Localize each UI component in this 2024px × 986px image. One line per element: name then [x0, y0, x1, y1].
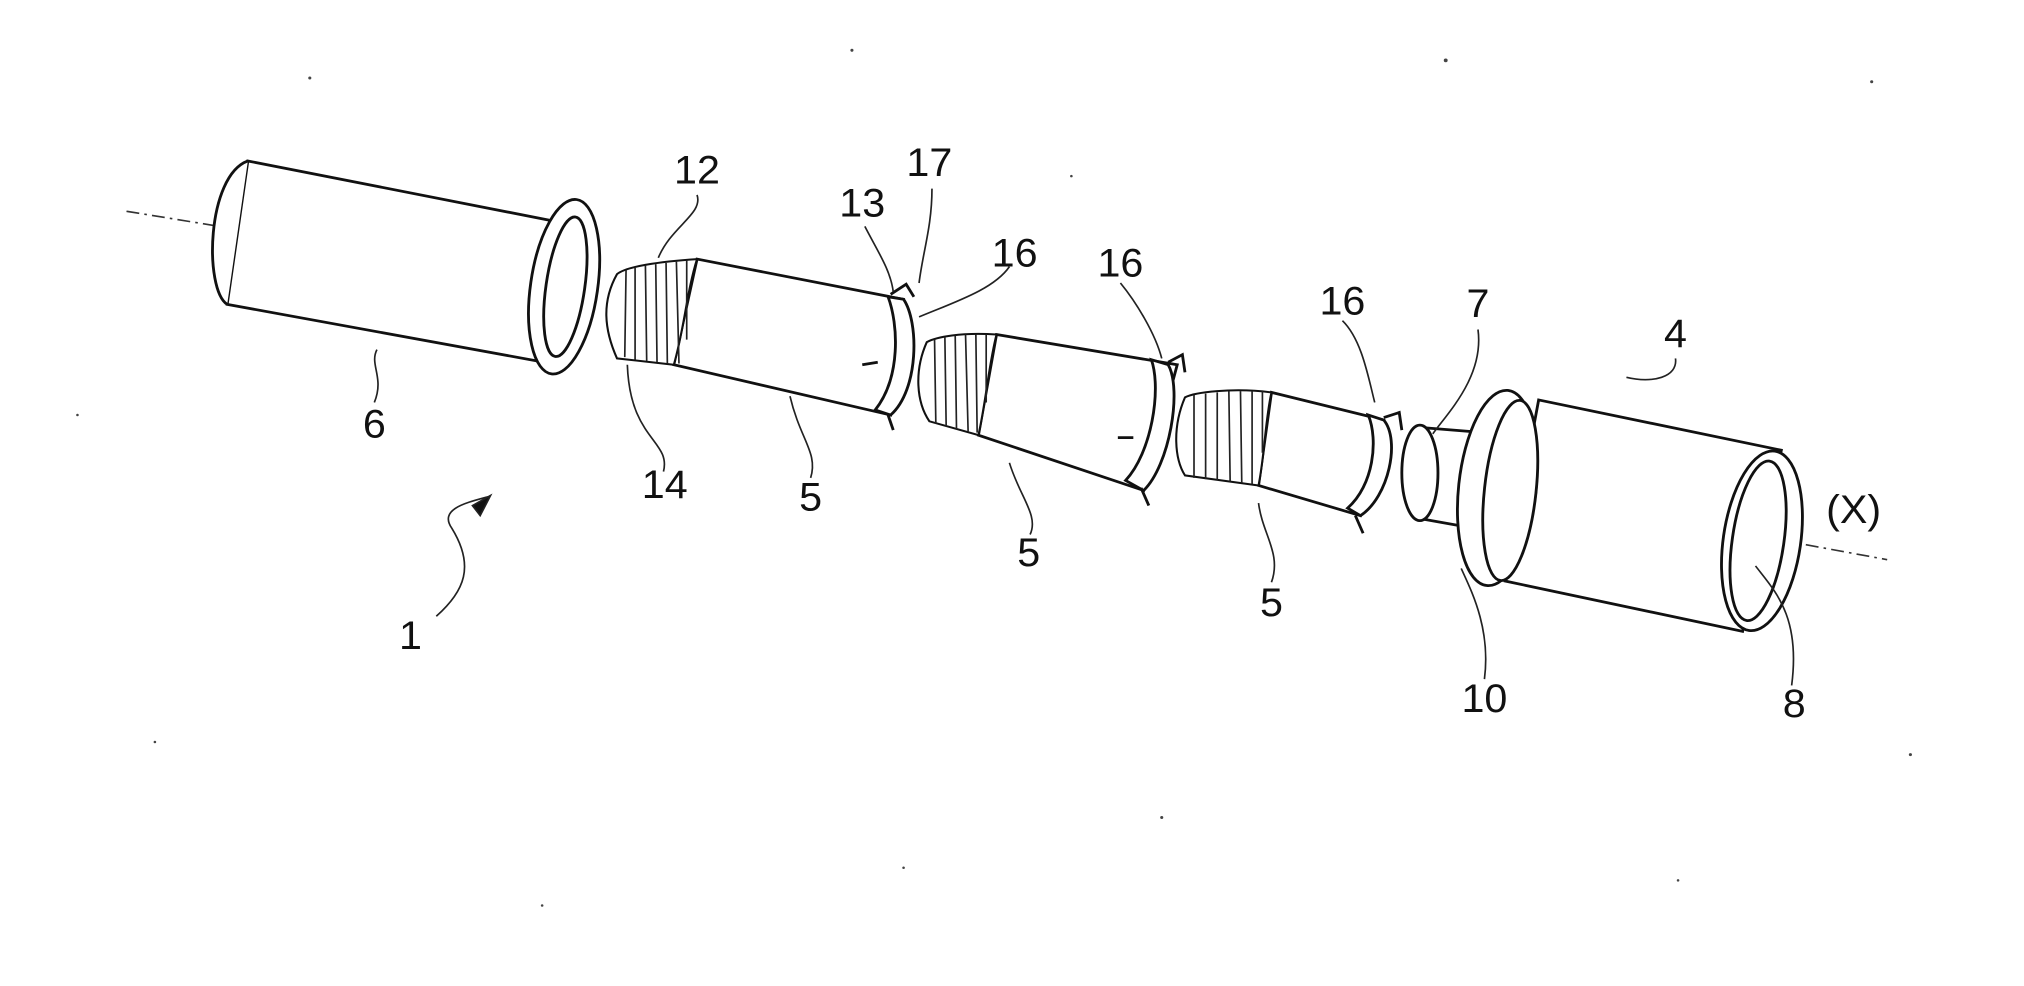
label-5-c: 5: [1260, 580, 1283, 625]
cartridge-1: [605, 257, 916, 431]
scan-specks: [76, 48, 1912, 907]
label-16-c: 16: [1319, 278, 1365, 323]
cartridge-2: [917, 332, 1187, 507]
cartridge-3: [1175, 389, 1404, 534]
label-1: 1: [399, 612, 422, 657]
reference-labels: 12 13 17 16 16 16 7 4 6 14 5 5 5 1 (X) 1…: [363, 140, 1881, 726]
label-12: 12: [674, 147, 720, 192]
label-8: 8: [1783, 680, 1806, 725]
label-7: 7: [1466, 280, 1489, 325]
label-4: 4: [1664, 311, 1687, 356]
label-17: 17: [906, 140, 952, 185]
label-5-b: 5: [1017, 529, 1040, 574]
cap-6: [211, 159, 602, 376]
label-6: 6: [363, 401, 386, 446]
label-14: 14: [642, 462, 688, 507]
label-10: 10: [1461, 675, 1507, 720]
leader-lines: [373, 188, 1795, 686]
label-axis-x: (X): [1826, 487, 1881, 532]
label-5-a: 5: [799, 474, 822, 519]
label-16-a: 16: [992, 230, 1038, 275]
label-13: 13: [839, 180, 885, 225]
housing-4: [1400, 388, 1804, 633]
label-16-b: 16: [1097, 240, 1143, 285]
